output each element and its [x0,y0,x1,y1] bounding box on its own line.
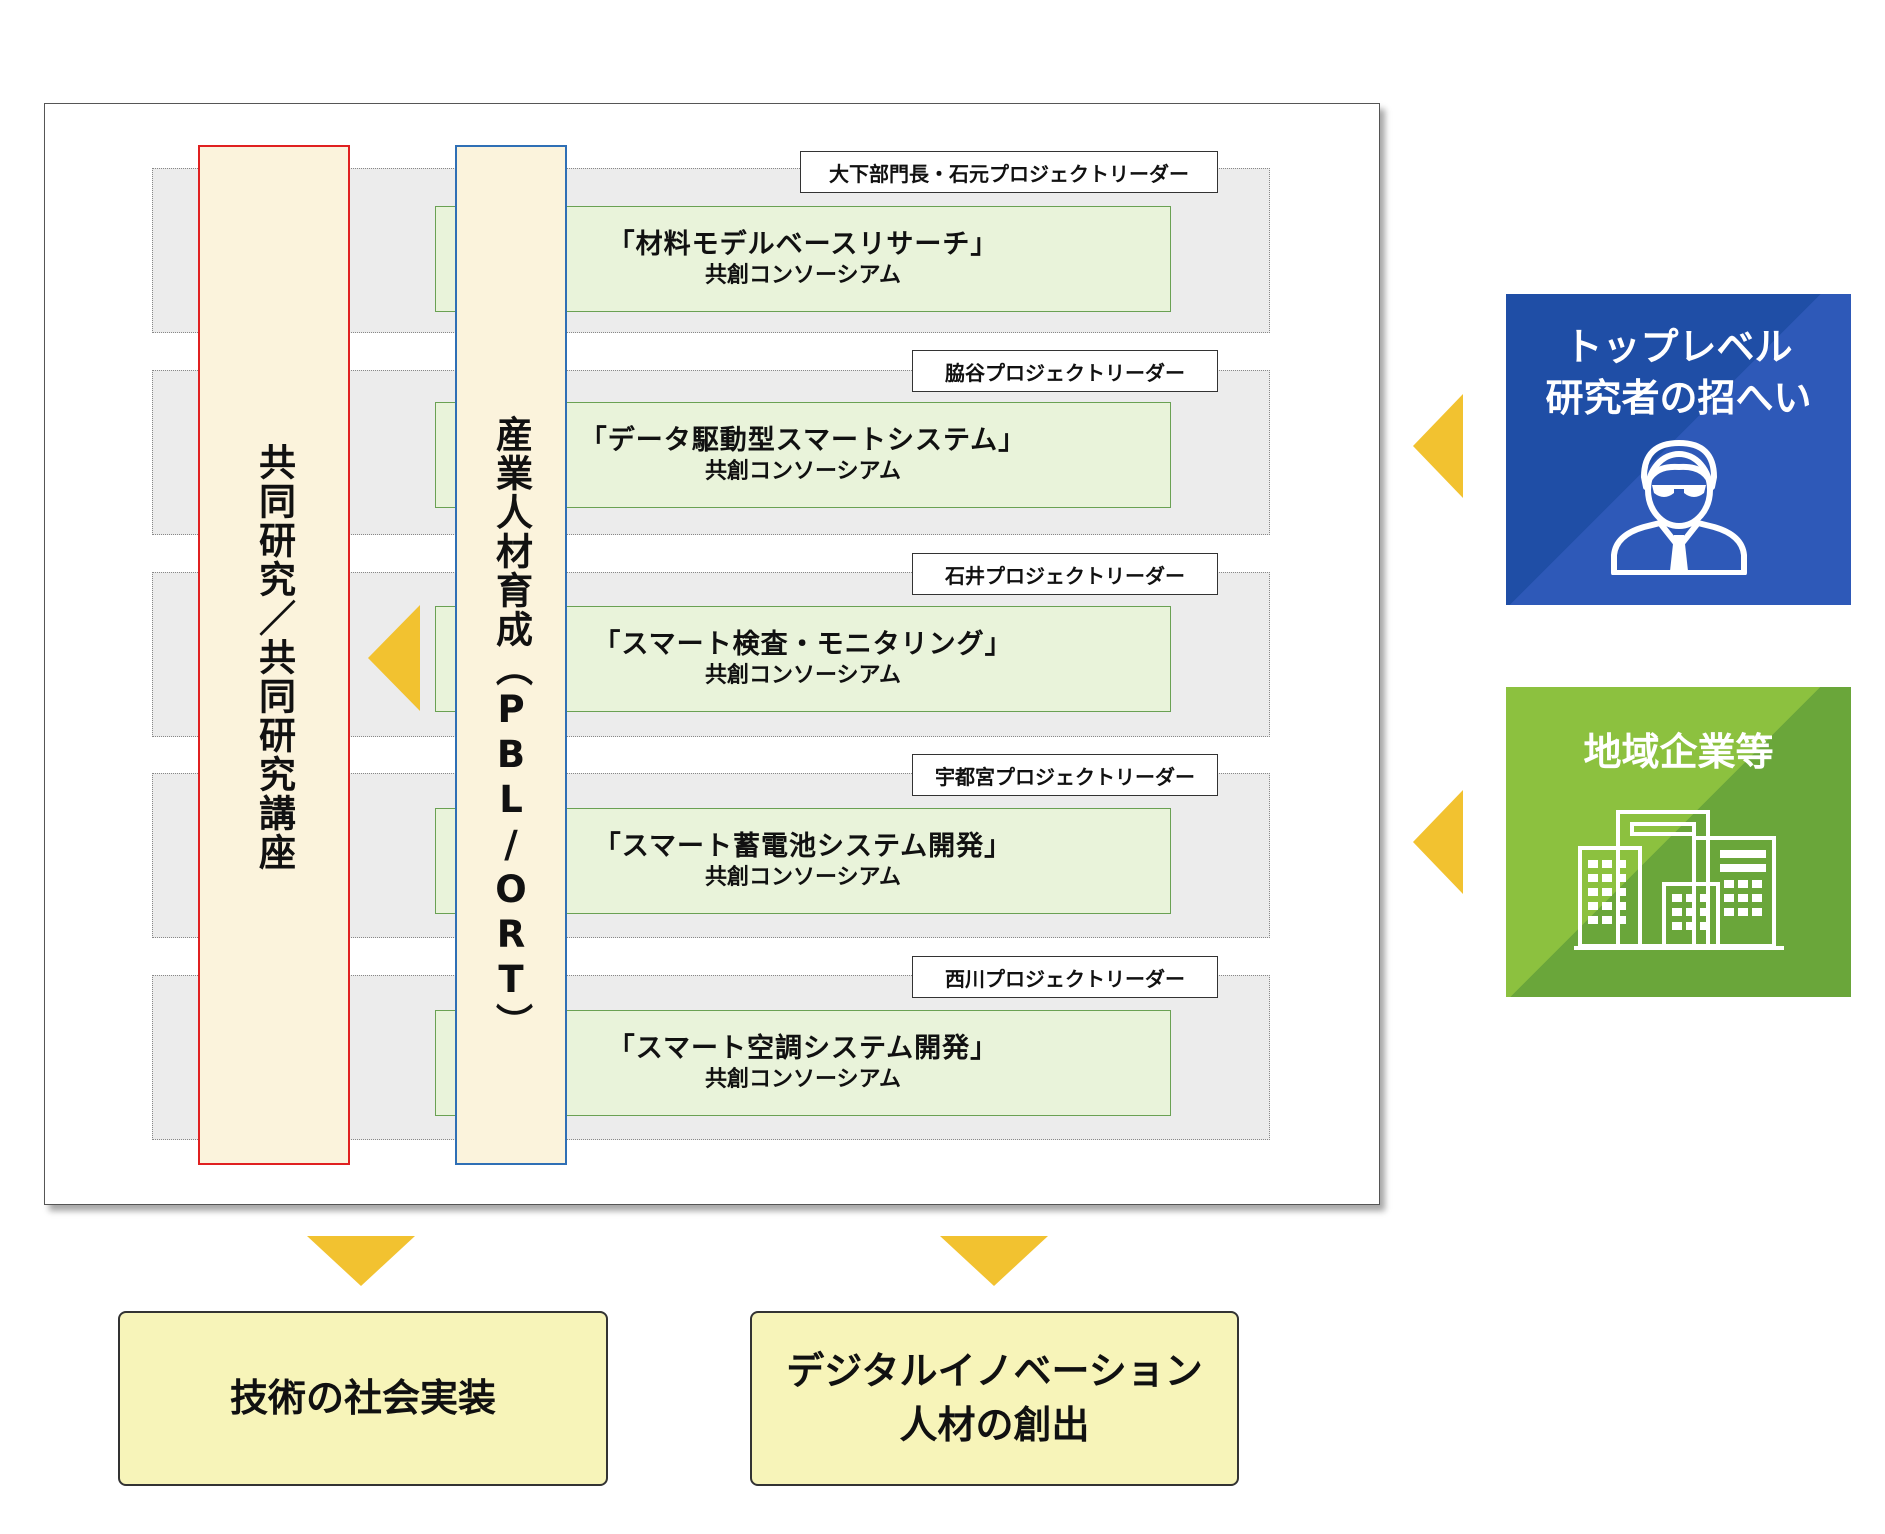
outcome-label: 技術の社会実装 [229,1375,496,1420]
consortium-subtitle: 共創コンソーシアム [704,663,902,689]
researcher-label-line2: 研究者の招へい [1545,376,1812,421]
consortium-title: 「データ駆動型スマートシステム」 [579,425,1027,457]
outcome-label-line1: デジタルイノベーション [786,1349,1203,1394]
hr-development-bar: 産業人材育成（PBL/ORT） [455,145,567,1165]
outcome-digital-talent: デジタルイノベーション 人材の創出 [750,1311,1239,1486]
outcome-label-line2: 人材の創出 [899,1402,1090,1447]
regional-companies-box: 地域企業等 [1506,687,1851,997]
hr-development-label: 産業人材育成（PBL/ORT） [489,415,533,1042]
leader-label: 石井プロジェクトリーダー [912,553,1218,595]
arrow-left-icon [368,605,420,711]
consortium-title: 「スマート検査・モニタリング」 [593,629,1013,661]
arrow-left-icon [1413,394,1463,498]
consortium-subtitle: 共創コンソーシアム [704,263,902,289]
consortium-title: 「スマート空調システム開発」 [607,1033,999,1065]
researcher-label-line1: トップレベル [1564,325,1793,369]
consortium-title: 「スマート蓄電池システム開発」 [593,831,1013,863]
leader-label: 脇谷プロジェクトリーダー [912,350,1218,392]
consortium-subtitle: 共創コンソーシアム [704,459,902,485]
buildings-icon [1573,810,1784,951]
arrow-down-icon [940,1236,1048,1286]
top-researcher-box: トップレベル 研究者の招へい [1506,294,1851,605]
consortium-title: 「材料モデルベースリサーチ」 [607,229,999,261]
businessman-icon [1610,439,1747,575]
outcome-social-implementation: 技術の社会実装 [118,1311,608,1486]
arrow-down-icon [307,1236,415,1286]
joint-research-label: 共同研究／共同研究講座 [252,443,296,872]
joint-research-bar: 共同研究／共同研究講座 [198,145,350,1165]
leader-label: 宇都宮プロジェクトリーダー [912,754,1218,796]
leader-label: 大下部門長・石元プロジェクトリーダー [800,151,1218,193]
companies-label: 地域企業等 [1583,730,1774,774]
consortium-subtitle: 共創コンソーシアム [704,1067,902,1093]
consortium-subtitle: 共創コンソーシアム [704,865,902,891]
leader-label: 西川プロジェクトリーダー [912,956,1218,998]
arrow-left-icon [1413,790,1463,894]
